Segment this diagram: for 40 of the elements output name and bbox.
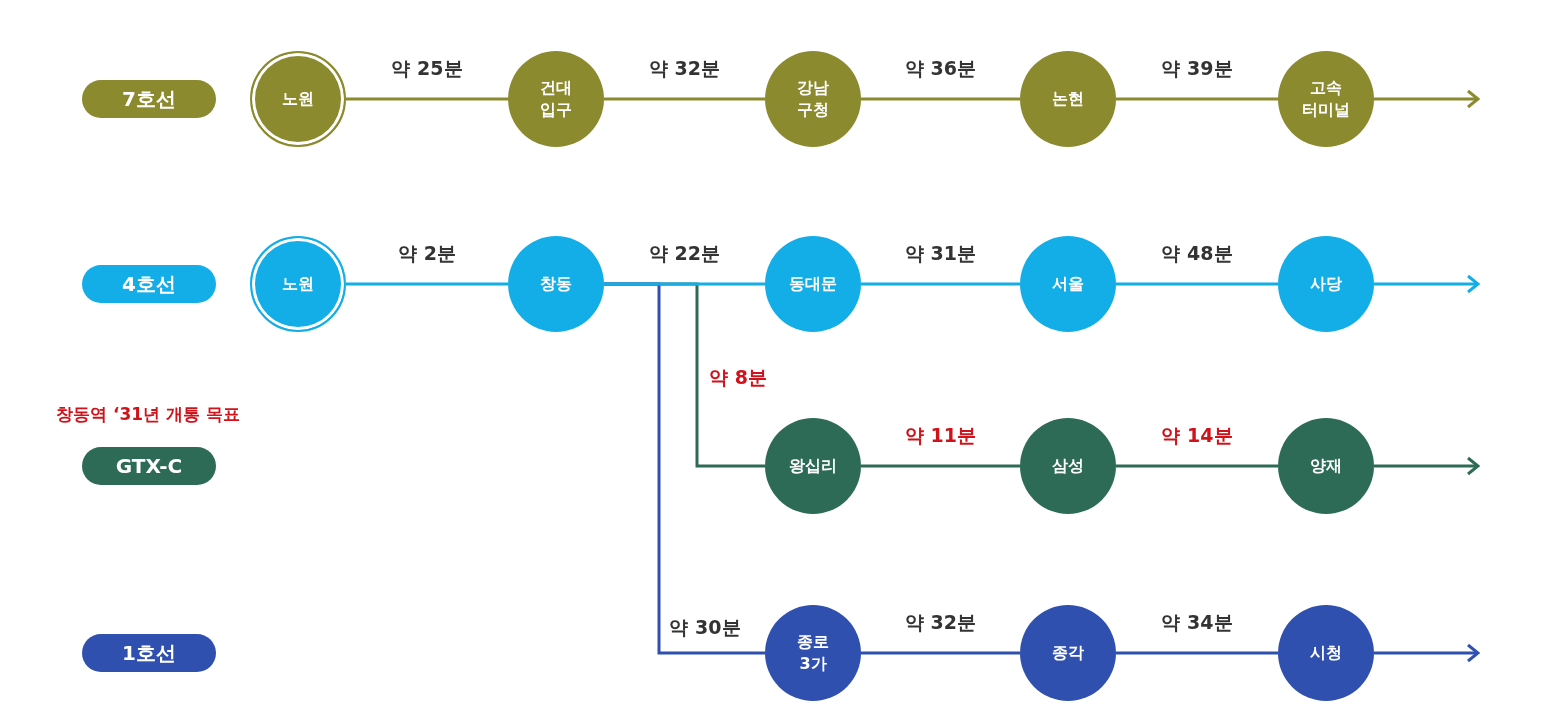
route-line — [861, 282, 1020, 286]
station-name: 종각 — [1051, 642, 1085, 664]
station-name: 동대문 — [789, 273, 837, 295]
line-name: 1호선 — [122, 639, 176, 667]
route-line — [861, 97, 1020, 101]
route-line — [861, 464, 1020, 468]
route-line — [1116, 282, 1278, 286]
station-name: 고속 터미널 — [1302, 77, 1350, 121]
route-line — [604, 97, 765, 101]
route-line — [1116, 97, 1278, 101]
line-badge — [82, 634, 216, 672]
station-name: 노원 — [281, 88, 315, 110]
station-name: 삼성 — [1051, 455, 1085, 477]
station-name: 종로 3가 — [796, 631, 830, 675]
opening-note: 창동역 ‘31년 개통 목표 — [56, 403, 240, 426]
station-name: 논현 — [1051, 88, 1085, 110]
station-name: 강남 구청 — [796, 77, 830, 121]
arrow — [1374, 274, 1480, 294]
station-name: 왕십리 — [789, 455, 837, 477]
station-name: 시청 — [1309, 642, 1343, 664]
line-badge — [82, 80, 216, 118]
line-badge — [82, 265, 216, 303]
station-name: 서울 — [1051, 273, 1085, 295]
route-line — [604, 282, 765, 286]
station-name: 건대 입구 — [539, 77, 573, 121]
route-line — [1116, 464, 1278, 468]
route-line — [1116, 651, 1278, 655]
route-line — [346, 97, 508, 101]
route-line — [346, 282, 508, 286]
arrow — [1374, 643, 1480, 663]
line-name: 7호선 — [122, 85, 176, 113]
station-name: 사당 — [1309, 273, 1343, 295]
line-name: GTX-C — [115, 454, 183, 478]
route-line — [861, 651, 1020, 655]
station-name: 창동 — [539, 273, 573, 295]
arrow — [1374, 89, 1480, 109]
arrow — [1374, 456, 1480, 476]
line-name: 4호선 — [122, 270, 176, 298]
station-name: 양재 — [1309, 455, 1343, 477]
station-name: 노원 — [281, 273, 315, 295]
